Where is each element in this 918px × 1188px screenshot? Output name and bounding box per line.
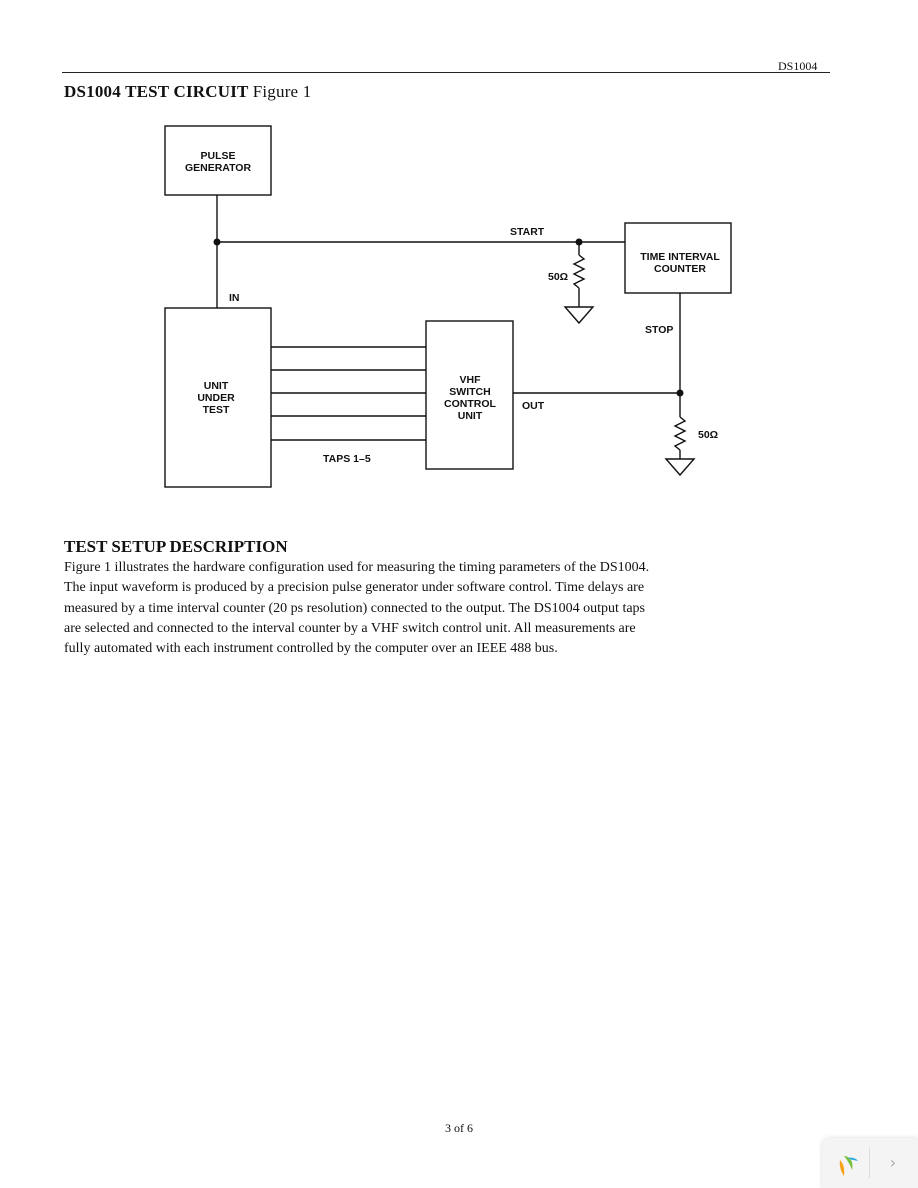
junction-dot (676, 389, 684, 397)
ground-top-icon (563, 306, 595, 325)
uut-label-2: UNDER (197, 392, 235, 404)
figure-title-text: DS1004 TEST CIRCUIT (64, 82, 249, 101)
out-label: OUT (522, 400, 545, 412)
resistor-bottom-label: 50Ω (698, 429, 718, 441)
next-page-button[interactable]: › (889, 1153, 897, 1172)
pulse-generator-block (164, 125, 272, 196)
stop-label: STOP (645, 324, 673, 336)
widget-divider (869, 1148, 870, 1178)
figure-title: DS1004 TEST CIRCUIT Figure 1 (64, 82, 311, 102)
taps-label: TAPS 1–5 (323, 453, 371, 465)
paragraph-line: Figure 1 illustrates the hardware config… (64, 560, 650, 575)
viewer-widget: › (822, 1138, 918, 1188)
paragraph-line: fully automated with each instrument con… (64, 641, 558, 657)
paragraph-line: measured by a time interval counter (20 … (64, 600, 645, 616)
junction-dot (213, 238, 221, 246)
page-number: 3 of 6 (445, 1121, 473, 1135)
vhf-switch-block (425, 320, 514, 470)
in-label: IN (229, 292, 240, 304)
part-number: DS1004 (778, 59, 818, 73)
vhf-label-3: CONTROL (444, 398, 496, 410)
uut-label-3: TEST (203, 404, 230, 416)
resistor-top-icon (572, 254, 586, 289)
uut-label-1: UNIT (204, 380, 229, 392)
counter-label-2: COUNTER (654, 263, 706, 275)
pulse-generator-label-1: PULSE (200, 150, 235, 162)
app-logo-icon[interactable] (830, 1148, 862, 1180)
junction-dot (575, 238, 583, 246)
vhf-label-1: VHF (460, 374, 482, 386)
setup-description: Figure 1 illustrates the hardware config… (64, 558, 714, 659)
figure-number: Figure 1 (252, 82, 312, 101)
pulse-generator-label-2: GENERATOR (185, 162, 252, 174)
header-rule (62, 72, 830, 73)
section-heading: TEST SETUP DESCRIPTION (64, 537, 288, 556)
time-interval-counter-block (624, 222, 732, 294)
test-circuit-diagram: PULSE GENERATOR TIME INTERVAL COUNTER UN… (164, 125, 732, 488)
vhf-label-4: UNIT (458, 410, 483, 422)
ground-bottom-icon (664, 458, 696, 477)
vhf-label-2: SWITCH (449, 386, 490, 398)
paragraph-line: are selected and connected to the interv… (64, 620, 636, 636)
unit-under-test-block (164, 307, 272, 488)
counter-label-1: TIME INTERVAL (640, 251, 720, 263)
resistor-bottom-icon (673, 416, 687, 451)
resistor-top-label: 50Ω (548, 271, 568, 283)
start-label: START (510, 226, 545, 238)
paragraph-line: The input waveform is produced by a prec… (64, 580, 645, 596)
